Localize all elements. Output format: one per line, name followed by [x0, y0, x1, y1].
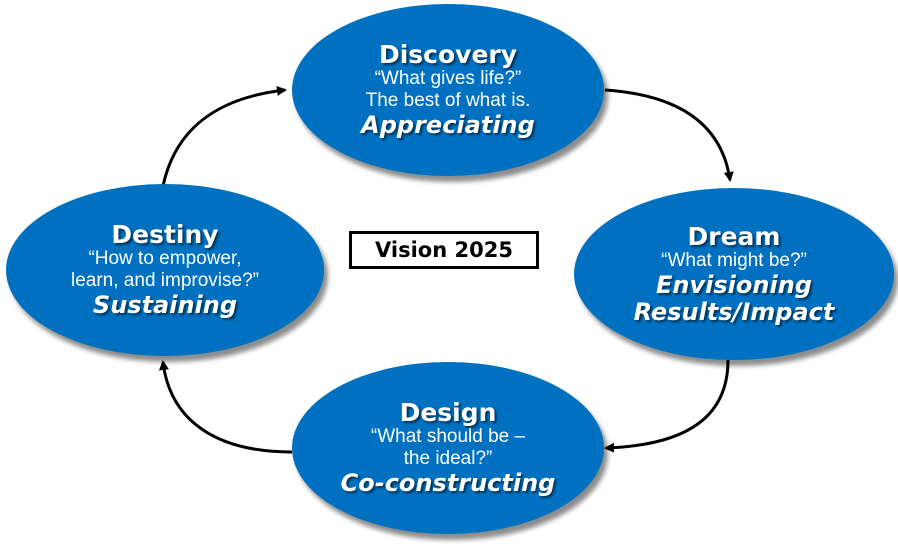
design-question-line-2: the ideal?” [403, 448, 493, 469]
arrow-dream-to-design [604, 359, 730, 453]
design-stage: Design “What should be – the ideal?” Co-… [292, 362, 604, 534]
discovery-stage: Discovery “What gives life?” The best of… [292, 4, 604, 176]
arrow-discovery-to-dream [604, 88, 734, 182]
dream-title: Dream [687, 221, 781, 251]
destiny-stage: Destiny “How to empower, learn, and impr… [6, 184, 324, 356]
discovery-question: “What gives life?” [374, 68, 522, 89]
arrow-design-to-destiny [159, 360, 293, 454]
discovery-verb: Appreciating [361, 111, 535, 139]
discovery-title: Discovery [378, 40, 518, 69]
dream-stage: Dream “What might be?” Envisioning Resul… [574, 188, 894, 360]
design-question-line-1: “What should be – [370, 426, 526, 447]
dream-question: “What might be?” [661, 249, 807, 271]
dream-verb-line-2: Results/Impact [633, 297, 835, 326]
destiny-title: Destiny [111, 220, 219, 249]
vision-label: Vision 2025 [349, 231, 539, 269]
destiny-question-line-2: learn, and improvise?” [71, 270, 259, 291]
dream-verb-line-1: Envisioning [656, 270, 812, 299]
discovery-description: The best of what is. [365, 90, 531, 111]
destiny-question-line-1: “How to empower, [88, 248, 242, 269]
arrow-destiny-to-discovery [161, 85, 287, 187]
design-title: Design [399, 398, 497, 427]
destiny-verb: Sustaining [92, 291, 238, 319]
design-verb: Co-constructing [340, 469, 556, 497]
